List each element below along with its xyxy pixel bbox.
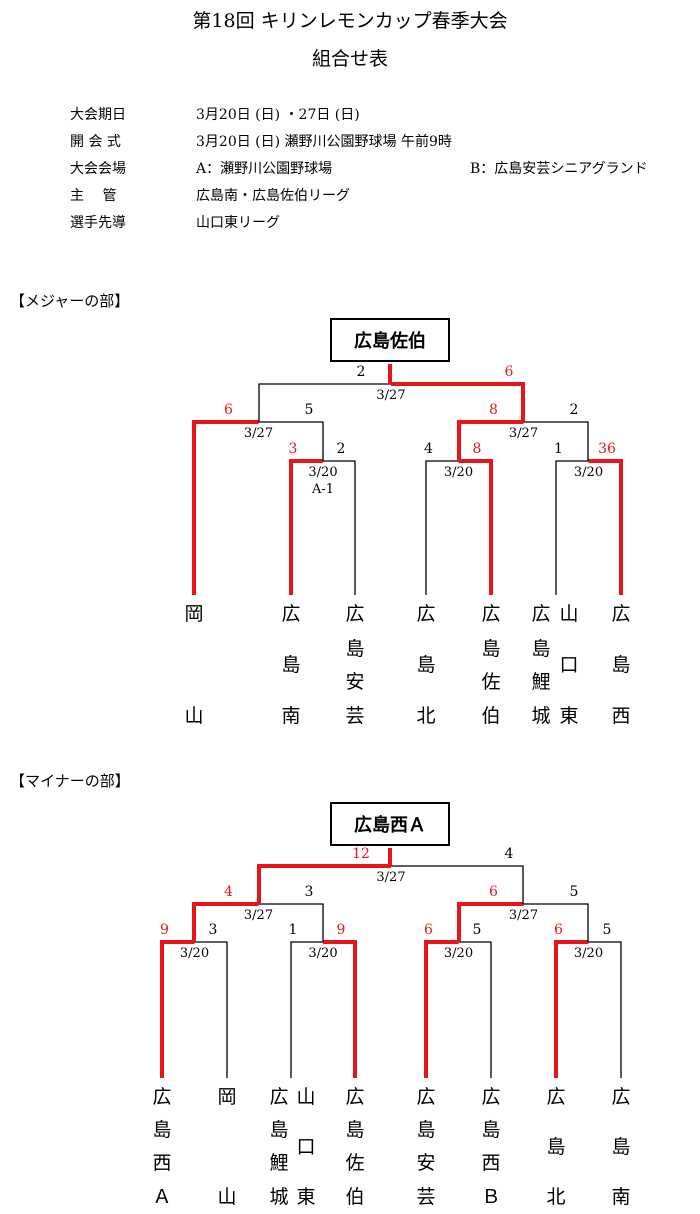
m_qf3-score-right: 36 (598, 441, 616, 457)
n_s1-score-left: 4 (224, 884, 233, 900)
n_q4-right-line (588, 941, 622, 1078)
n_q3-score-left: 6 (424, 922, 433, 938)
n_f-date-label: 3/27 (376, 870, 405, 885)
m_s1-date-label: 3/27 (244, 426, 273, 441)
n_s2-score-right: 5 (570, 884, 579, 900)
n_f-score-left: 12 (352, 846, 370, 862)
m_sf-score-right: 2 (337, 441, 346, 457)
n_q1-left-line (160, 940, 195, 1078)
n_f-score-right: 4 (505, 846, 514, 862)
n_s1-score-right: 3 (305, 884, 314, 900)
m_f-score-left: 2 (357, 364, 366, 380)
n_q3-score-right: 5 (473, 922, 482, 938)
minor-champion-box: 広島西Ａ (330, 802, 450, 846)
m_f-right-line (391, 382, 525, 422)
n_s2-date-label: 3/27 (509, 908, 538, 923)
n_q2-right-line (323, 940, 357, 1078)
n_q2-score-right: 9 (337, 922, 346, 938)
n_q1-date-label: 3/20 (180, 946, 209, 961)
info-label-venue: 大会会場 (70, 161, 126, 177)
m_s2-left-line (457, 420, 524, 461)
m_s1-score-left: 6 (224, 402, 233, 418)
n_q1-score-left: 9 (160, 922, 169, 938)
n_f-right-line (391, 865, 524, 904)
info-label-opening: 開 会 式 (70, 134, 121, 150)
n_s1-right-line (258, 903, 324, 942)
info-value-escort: 山口東リーグ (196, 215, 280, 231)
m_sf-left-line (289, 459, 323, 595)
m_s2-score-right: 2 (570, 402, 579, 418)
info-label-escort: 選手先導 (70, 215, 126, 231)
n_q4-score-left: 6 (554, 922, 563, 938)
n_q4-left-line (554, 940, 589, 1078)
n_s2-left-line (457, 902, 524, 942)
info-label-dates: 大会期日 (70, 107, 126, 123)
m_qf2-score-right: 8 (473, 441, 482, 457)
m_qf2-right-line (458, 459, 493, 595)
n_q1-right-line (194, 941, 228, 1078)
info-value-venue-a: A：瀬野川公園野球場 (196, 161, 333, 177)
n_q4-score-right: 5 (603, 922, 612, 938)
minor-heading: 【マイナーの部】 (10, 772, 130, 790)
m_sf-date-label: 3/20 (308, 465, 337, 480)
n_s1-left-line (192, 902, 259, 942)
page-subtitle: 組合せ表 (311, 48, 388, 70)
m_qf3-left-line (555, 460, 589, 595)
n_s2-right-line (523, 903, 589, 942)
n_q3-right-line (458, 941, 492, 1078)
m_s1-score-right: 5 (305, 402, 314, 418)
n_q3-left-line (424, 940, 459, 1078)
m_f-date-label: 3/27 (376, 388, 405, 403)
n_q3-date-label: 3/20 (444, 946, 473, 961)
m_f-score-right: 6 (505, 364, 514, 380)
n_f-left-line (257, 864, 391, 904)
n_q2-score-left: 1 (289, 922, 298, 938)
m_f-left-line (258, 383, 391, 422)
m_s1-right-line (258, 421, 324, 461)
info-value-host: 広島南・広島佐伯リーグ (196, 188, 350, 204)
m_qf2-score-left: 4 (424, 441, 433, 457)
major-champion-box: 広島佐伯 (330, 318, 450, 362)
m_sf-right-line (323, 460, 356, 595)
info-label-host: 主 管 (70, 188, 117, 204)
m_sf-score-left: 3 (289, 441, 298, 457)
n_q4-date-label: 3/20 (574, 946, 603, 961)
m_qf2-left-line (425, 460, 459, 595)
m_s2-date-label: 3/27 (509, 426, 538, 441)
m_s1-left-line (192, 420, 259, 595)
major-heading: 【メジャーの部】 (10, 292, 130, 310)
m_s2-right-line (523, 421, 589, 461)
page-title: 第18回 キリンレモンカップ春季大会 (192, 10, 508, 32)
info-value-dates: 3月20日 (日) ・27日 (日) (196, 107, 360, 123)
m_qf3-score-left: 1 (554, 441, 563, 457)
n_q2-left-line (290, 941, 323, 1078)
m_qf3-right-line (588, 459, 623, 595)
m_qf3-date-label: 3/20 (574, 465, 603, 480)
info-value-opening: 3月20日 (日) 瀬野川公園野球場 午前9時 (196, 134, 452, 150)
info-value-venue-b: B：広島安芸シニアグランド (470, 161, 648, 177)
m_s2-score-left: 8 (489, 402, 498, 418)
n_q1-score-right: 3 (209, 922, 218, 938)
n_q2-date-label: 3/20 (308, 946, 337, 961)
m_sf-venue-label: A-1 (311, 482, 334, 497)
n_s2-score-left: 6 (489, 884, 498, 900)
m_qf2-date-label: 3/20 (444, 465, 473, 480)
n_s1-date-label: 3/27 (244, 908, 273, 923)
